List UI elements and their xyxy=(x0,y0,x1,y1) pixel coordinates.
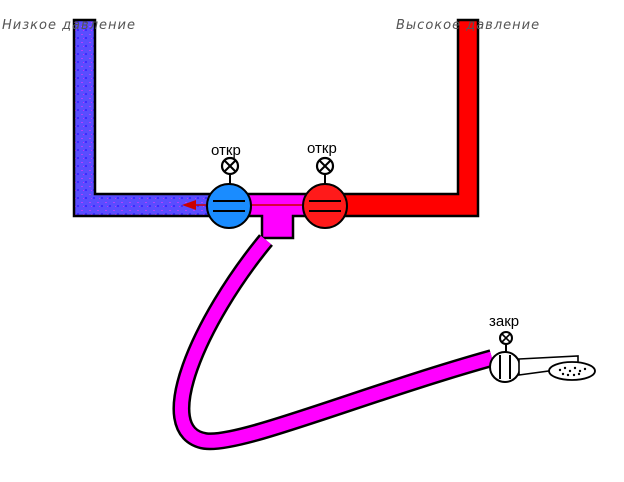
hot-valve[interactable] xyxy=(302,156,348,229)
shower-valve[interactable] xyxy=(489,331,521,383)
hot-valve-handwheel-icon[interactable] xyxy=(315,156,335,176)
high-pressure-label: Высокое давление xyxy=(396,18,541,33)
high-pressure-pipe xyxy=(328,18,480,218)
low-pressure-label: Низкое давление xyxy=(2,18,136,33)
shower-valve-handwheel-icon[interactable] xyxy=(499,331,513,345)
cold-valve[interactable] xyxy=(206,156,252,229)
shower-valve-state-label: закр xyxy=(489,313,520,330)
low-pressure-pipe xyxy=(72,18,217,218)
shower-head-icon xyxy=(518,355,596,381)
cold-valve-handwheel-icon[interactable] xyxy=(220,156,240,176)
cold-valve-state-label: откр xyxy=(211,142,241,159)
shower-hose-fill xyxy=(174,235,494,448)
hot-valve-state-label: откр xyxy=(307,140,337,157)
